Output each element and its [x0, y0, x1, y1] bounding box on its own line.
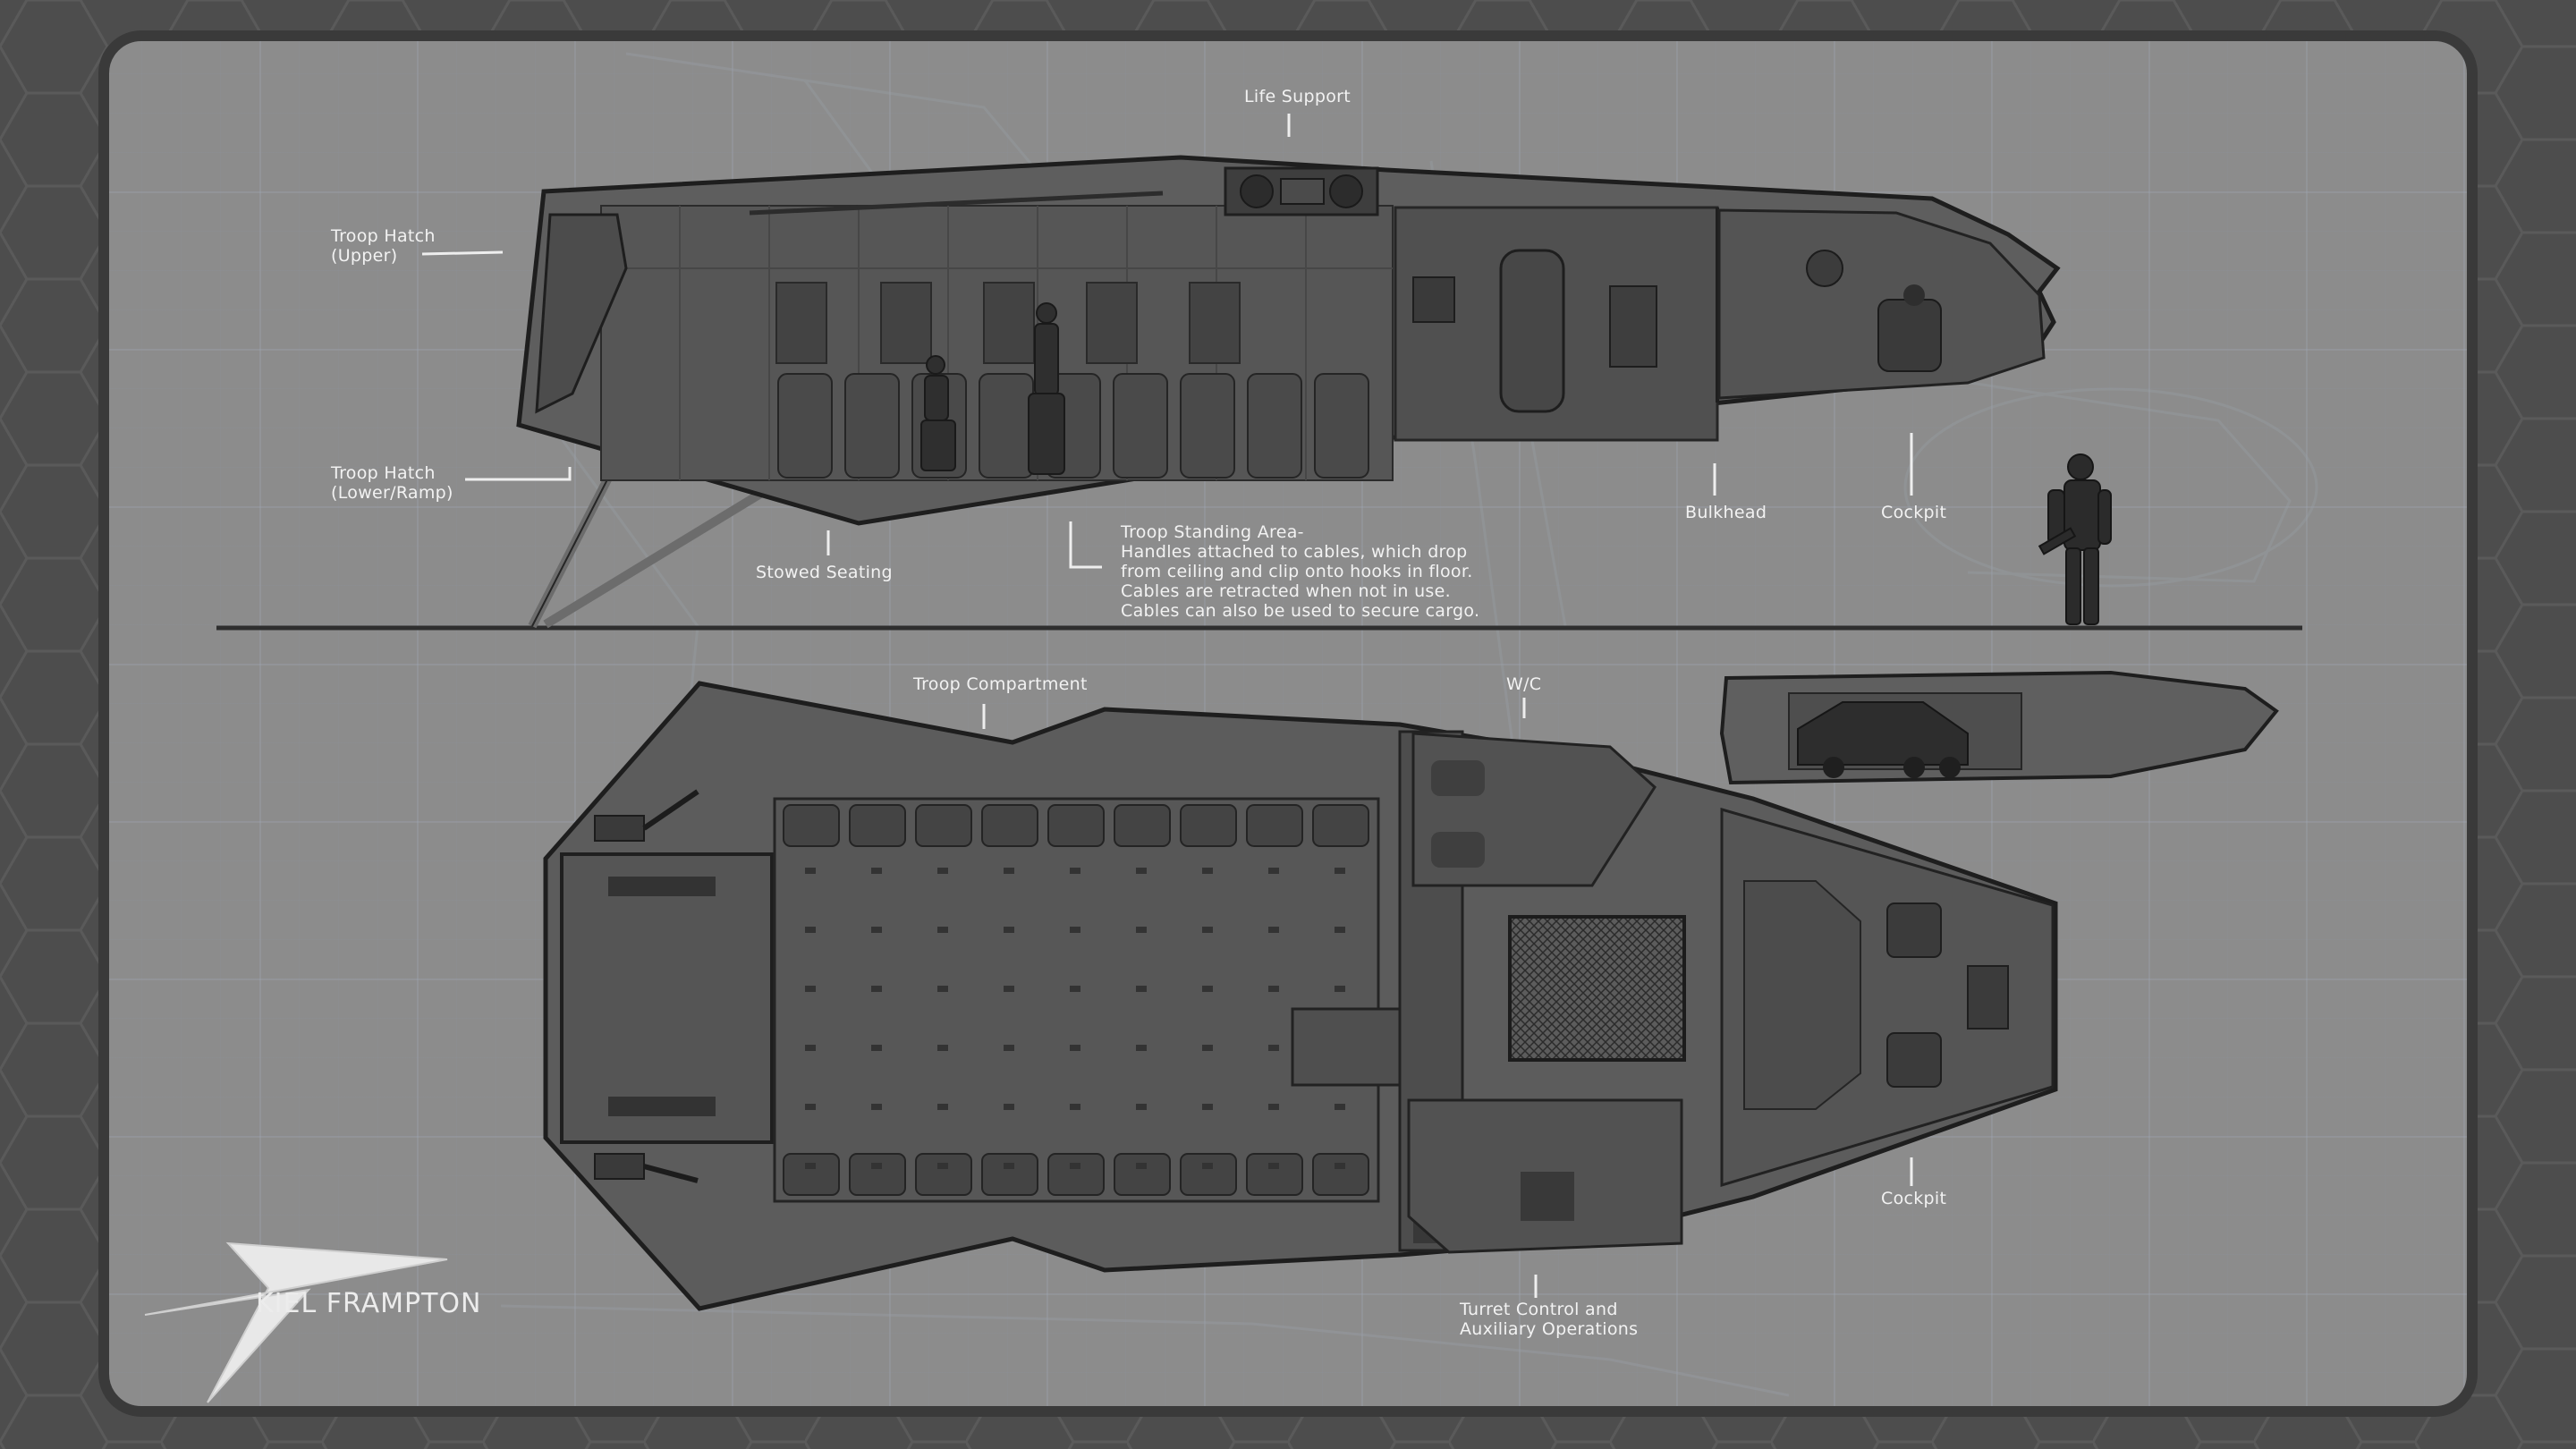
- floor-hook: [1070, 986, 1080, 992]
- floor-hook: [1136, 1163, 1147, 1169]
- floor-hook: [1070, 1104, 1080, 1110]
- floor-hook: [1004, 1104, 1014, 1110]
- floor-hook: [1070, 1163, 1080, 1169]
- floor-hook: [1335, 1104, 1345, 1110]
- floor-hook: [871, 868, 882, 874]
- label-life-support: Life Support: [1244, 87, 1351, 106]
- label-troop-standing-area: Troop Standing Area- Handles attached to…: [1121, 522, 1480, 621]
- floor-hook: [1202, 1163, 1213, 1169]
- label-stowed-seating: Stowed Seating: [756, 563, 893, 582]
- floor-hook: [1268, 1104, 1279, 1110]
- label-cockpit-side: Cockpit: [1881, 503, 1947, 522]
- label-cockpit-top: Cockpit: [1881, 1189, 1947, 1208]
- kiel-frampton-logo-mark: [144, 1241, 448, 1403]
- floor-hook: [871, 927, 882, 933]
- floor-hook: [871, 1104, 882, 1110]
- floor-hook: [1004, 1163, 1014, 1169]
- floor-hook: [1202, 868, 1213, 874]
- floor-hook: [1202, 1104, 1213, 1110]
- floor-hook: [1136, 1045, 1147, 1051]
- floor-hook: [871, 1045, 882, 1051]
- label-troop-hatch-lower: Troop Hatch (Lower/Ramp): [331, 463, 453, 503]
- label-troop-compartment: Troop Compartment: [913, 674, 1088, 694]
- label-bulkhead: Bulkhead: [1685, 503, 1767, 522]
- floor-hook: [937, 868, 948, 874]
- top-view: [543, 681, 2058, 1311]
- vehicle-inset: [1719, 670, 2279, 785]
- floor-hook: [937, 1163, 948, 1169]
- floor-hook: [1136, 986, 1147, 992]
- floor-hook: [1268, 868, 1279, 874]
- floor-hook: [1335, 1163, 1345, 1169]
- floor-hook: [1335, 927, 1345, 933]
- floor-hook: [937, 1104, 948, 1110]
- floor-hook: [1202, 986, 1213, 992]
- floor-hook: [805, 927, 816, 933]
- side-view: [516, 155, 2112, 629]
- floor-hook: [805, 1104, 816, 1110]
- floor-hook: [1004, 1045, 1014, 1051]
- floor-hook: [1335, 986, 1345, 992]
- floor-hook: [1268, 1163, 1279, 1169]
- floor-hook: [871, 1163, 882, 1169]
- floor-hook: [937, 1045, 948, 1051]
- scale-figure: [2038, 453, 2112, 625]
- label-wc: W/C: [1506, 674, 1542, 694]
- kiel-frampton-logo-text: KIEL FRAMPTON: [256, 1288, 482, 1319]
- floor-hook: [1070, 927, 1080, 933]
- floor-hook: [805, 868, 816, 874]
- floor-hook: [937, 927, 948, 933]
- label-turret-control: Turret Control and Auxiliary Operations: [1460, 1300, 1639, 1339]
- floor-hook: [1268, 986, 1279, 992]
- floor-hook: [1136, 868, 1147, 874]
- label-troop-hatch-upper: Troop Hatch (Upper): [331, 226, 436, 266]
- floor-hook: [805, 1045, 816, 1051]
- floor-hook: [1136, 927, 1147, 933]
- floor-hook: [805, 986, 816, 992]
- floor-hook: [1136, 1104, 1147, 1110]
- floor-hook: [1004, 868, 1014, 874]
- floor-hook: [1070, 868, 1080, 874]
- floor-hook: [1070, 1045, 1080, 1051]
- floor-hook: [1268, 927, 1279, 933]
- floor-hook: [1004, 927, 1014, 933]
- floor-hook: [1202, 927, 1213, 933]
- floor-hook: [871, 986, 882, 992]
- floor-hook: [1004, 986, 1014, 992]
- leader-lines: [421, 114, 1913, 1298]
- floor-hook: [805, 1163, 816, 1169]
- floor-hook: [937, 986, 948, 992]
- floor-hook: [1335, 868, 1345, 874]
- floor-hook: [1268, 1045, 1279, 1051]
- floor-hook: [1202, 1045, 1213, 1051]
